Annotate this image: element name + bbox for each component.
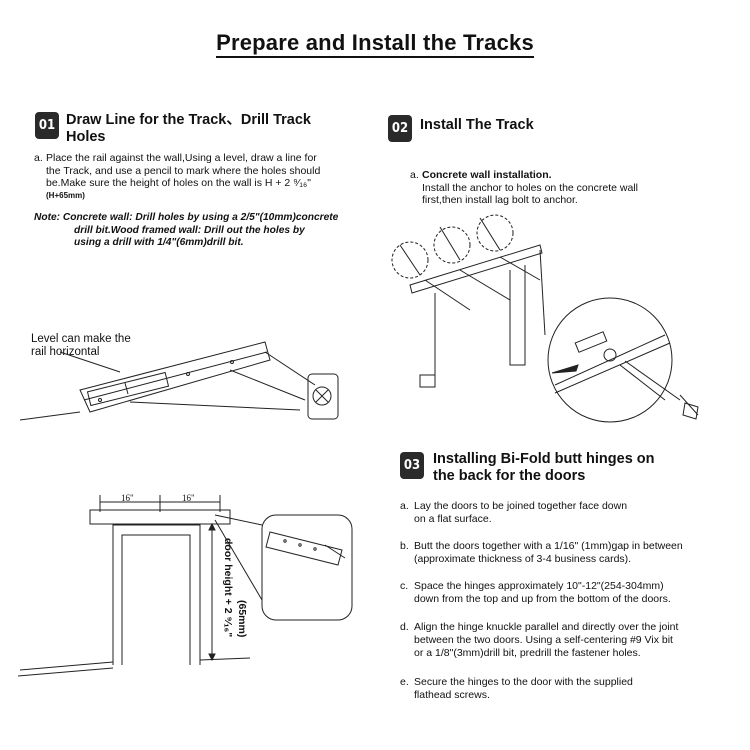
step-3-title: Installing Bi-Fold butt hinges on the ba… — [433, 451, 655, 485]
step-2-a-title: Concrete wall installation. — [422, 169, 552, 181]
step-3-b-line2: (approximate thickness of 3-4 business c… — [414, 553, 632, 565]
step-3-a-line2: on a flat surface. — [414, 513, 492, 525]
step-3-title-line2: the back for the doors — [433, 468, 586, 484]
step-3-c-label: c. — [400, 580, 409, 592]
step-1-note-label: Note: — [34, 212, 61, 223]
step-3-d-line2: between the two doors. Using a self-cent… — [414, 634, 673, 646]
step-3-title-line1: Installing Bi-Fold butt hinges on — [433, 451, 655, 467]
door-frame-illustration — [17, 495, 353, 677]
step-1-a-line1: Place the rail against the wall,Using a … — [46, 152, 317, 164]
step-3-c-line2: down from the top and up from the bottom… — [414, 593, 671, 605]
step-1-a-line2: the Track, and use a pencil to mark wher… — [46, 164, 321, 177]
level-callout-line1: Level can make the — [31, 333, 131, 345]
step-1-title: Draw Line for the Track、Drill Track Hole… — [66, 112, 311, 146]
door-height-label: door height + 2 ⁹⁄₁₆" — [222, 538, 234, 638]
step-3-e-line1: Secure the hinges to the door with the s… — [414, 676, 633, 688]
step-3-b-label: b. — [400, 540, 409, 552]
track-installation-illustration — [391, 214, 699, 423]
step-1-a-line3: be.Make sure the height of holes on the … — [46, 177, 311, 189]
step-2-a-label: a. — [410, 169, 419, 181]
level-callout-label: Level can make the rail horizontal — [31, 333, 131, 359]
step-1-a-label: a. — [34, 152, 43, 164]
step-1-a-line4: (H+65mm) — [46, 190, 85, 200]
step-2-title: Install The Track — [420, 117, 534, 133]
step-2-a-line1: Install the anchor to holes on the concr… — [422, 181, 638, 194]
page-title-text: Prepare and Install the Tracks — [216, 30, 534, 58]
step-2-instruction-a: a.Concrete wall installation. Install th… — [410, 169, 730, 207]
step-1-title-line2: Holes — [66, 129, 106, 145]
step-1-instruction-a: a.Place the rail against the wall,Using … — [34, 152, 374, 202]
step-1-title-line1: Draw Line for the Track、Drill Track — [66, 112, 311, 128]
step-3-d-label: d. — [400, 621, 409, 633]
step-3-item-b: b. Butt the doors together with a 1/16" (… — [400, 540, 740, 566]
step-3-badge: 03 — [400, 452, 424, 479]
step-3-item-c: c. Space the hinges approximately 10"-12"… — [400, 580, 740, 606]
step-3-e-label: e. — [400, 676, 409, 688]
step-3-e-line2: flathead screws. — [414, 689, 490, 701]
step-3-a-label: a. — [400, 500, 409, 512]
step-3-item-e: e. Secure the hinges to the door with the… — [400, 676, 740, 702]
step-3-d-line3: or a 1/8"(3mm)drill bit, predrill the fa… — [414, 647, 641, 659]
level-callout-line2: rail horizontal — [31, 346, 100, 358]
step-3-item-a: a. Lay the doors to be joined together fa… — [400, 500, 740, 526]
step-3-item-d: d. Align the hinge knuckle parallel and d… — [400, 621, 740, 660]
spacing-dimension-a: 16" — [121, 493, 134, 503]
step-1-note: Note: Concrete wall: Drill holes by usin… — [34, 212, 379, 250]
level-on-rail-illustration — [19, 341, 339, 421]
page-title: Prepare and Install the Tracks — [0, 30, 750, 58]
step-3-b-line1: Butt the doors together with a 1/16" (1m… — [414, 540, 683, 552]
step-1-badge: 01 — [35, 112, 59, 139]
step-3-c-line1: Space the hinges approximately 10"-12"(2… — [414, 580, 664, 592]
step-3-a-line1: Lay the doors to be joined together face… — [414, 500, 628, 512]
door-height-mm-label: (65mm) — [236, 600, 248, 638]
step-3-d-line1: Align the hinge knuckle parallel and dir… — [414, 621, 679, 633]
step-2-badge: 02 — [388, 115, 412, 142]
step-1-note-line1: Concrete wall: Drill holes by using a 2/… — [62, 212, 339, 223]
step-2-a-line2: first,then install lag bolt to anchor. — [422, 194, 578, 206]
spacing-dimension-b: 16" — [182, 493, 195, 503]
step-1-note-line3: using a drill with 1/4"(6mm)drill bit. — [74, 237, 244, 248]
step-1-note-line2: drill bit.Wood framed wall: Drill out th… — [74, 224, 305, 236]
